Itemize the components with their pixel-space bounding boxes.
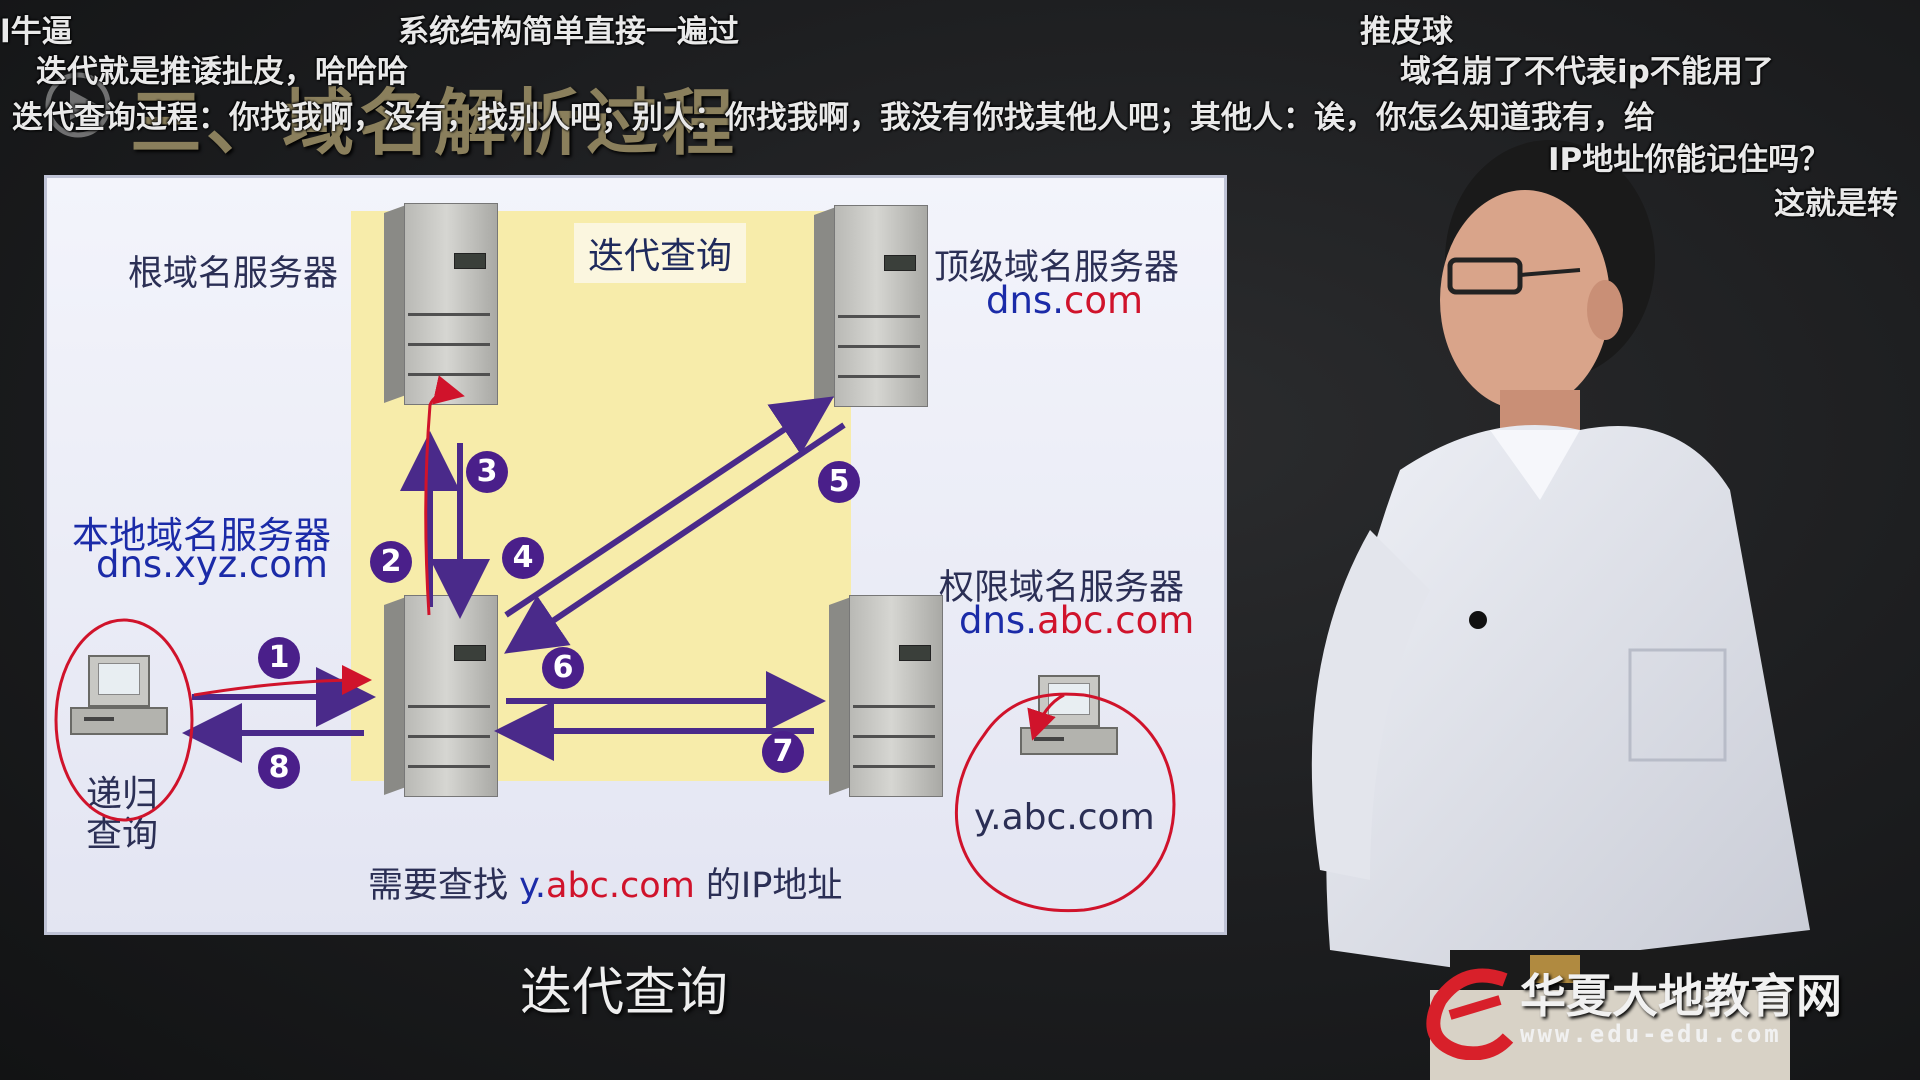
step-1-badge: 1 [258,637,300,679]
step-4-badge: 4 [502,537,544,579]
arrow-step-5 [504,422,846,654]
step-6-badge: 6 [542,647,584,689]
step-5-badge: 5 [818,461,860,503]
auth-domain: dns.abc.com [959,599,1195,642]
tld-server-icon [814,205,928,407]
local-domain: dns.xyz.com [96,543,328,586]
danmaku-comment: 迭代查询过程：你找我啊，没有，找别人吧；别人：你找我啊，我没有你找其他人吧；其他… [12,100,1655,136]
recursive-label-1: 递归 [86,774,159,815]
play-icon [45,72,111,138]
danmaku-comment: l牛逼 [0,14,73,50]
auth-server-label: 权限域名服务器 [939,568,1185,608]
arrow-step-4 [504,396,834,618]
annotation-arrow-root [424,375,465,616]
local-server-icon [384,595,498,797]
query-description: 需要查找 y.abc.com 的IP地址 [368,866,843,906]
annotation-circle-client [54,618,194,822]
step-7-badge: 7 [762,731,804,773]
step-2-badge: 2 [370,541,412,583]
presenter-figure [1311,140,1810,1080]
step-8-badge: 8 [258,747,300,789]
danmaku-comment: 域名崩了不代表ip不能用了 [1400,54,1774,90]
danmaku-comment: 这就是转 [1774,186,1898,222]
slide-title: 三、域名解析过程 [130,81,739,165]
brand-name: 华夏大地教育网 [1520,969,1842,1023]
video-subtitle: 迭代查询 [520,963,729,1023]
brand-url: www.edu-edu.com [1520,1020,1782,1048]
slide-panel: 迭代查询 根域名服务器 顶级域名服务器 dns.com 本地域名服务器 dns.… [44,175,1227,935]
root-server-label: 根域名服务器 [128,254,339,294]
step-3-badge: 3 [466,451,508,493]
auth-server-icon [829,595,943,797]
query-arrows [54,375,1176,913]
root-server-icon [384,203,498,405]
annotation-circle-target [954,692,1176,913]
danmaku-comment: 迭代就是推诿扯皮，哈哈哈 [36,54,408,90]
tld-domain: dns.com [986,279,1144,322]
annotation-arrow-client [193,665,372,697]
danmaku-comment: 系统结构简单直接一遍过 [398,14,739,50]
local-server-label: 本地域名服务器 [72,514,331,557]
iterative-query-label: 迭代查询 [574,223,747,283]
danmaku-comment: 推皮球 [1360,14,1453,50]
annotation-arrow-target [1027,693,1065,741]
tld-server-label: 顶级域名服务器 [934,248,1180,288]
logo-e-icon [1426,968,1514,1060]
target-host-label: y.abc.com [974,797,1155,838]
danmaku-comment: IP地址你能记住吗？ [1548,142,1831,178]
